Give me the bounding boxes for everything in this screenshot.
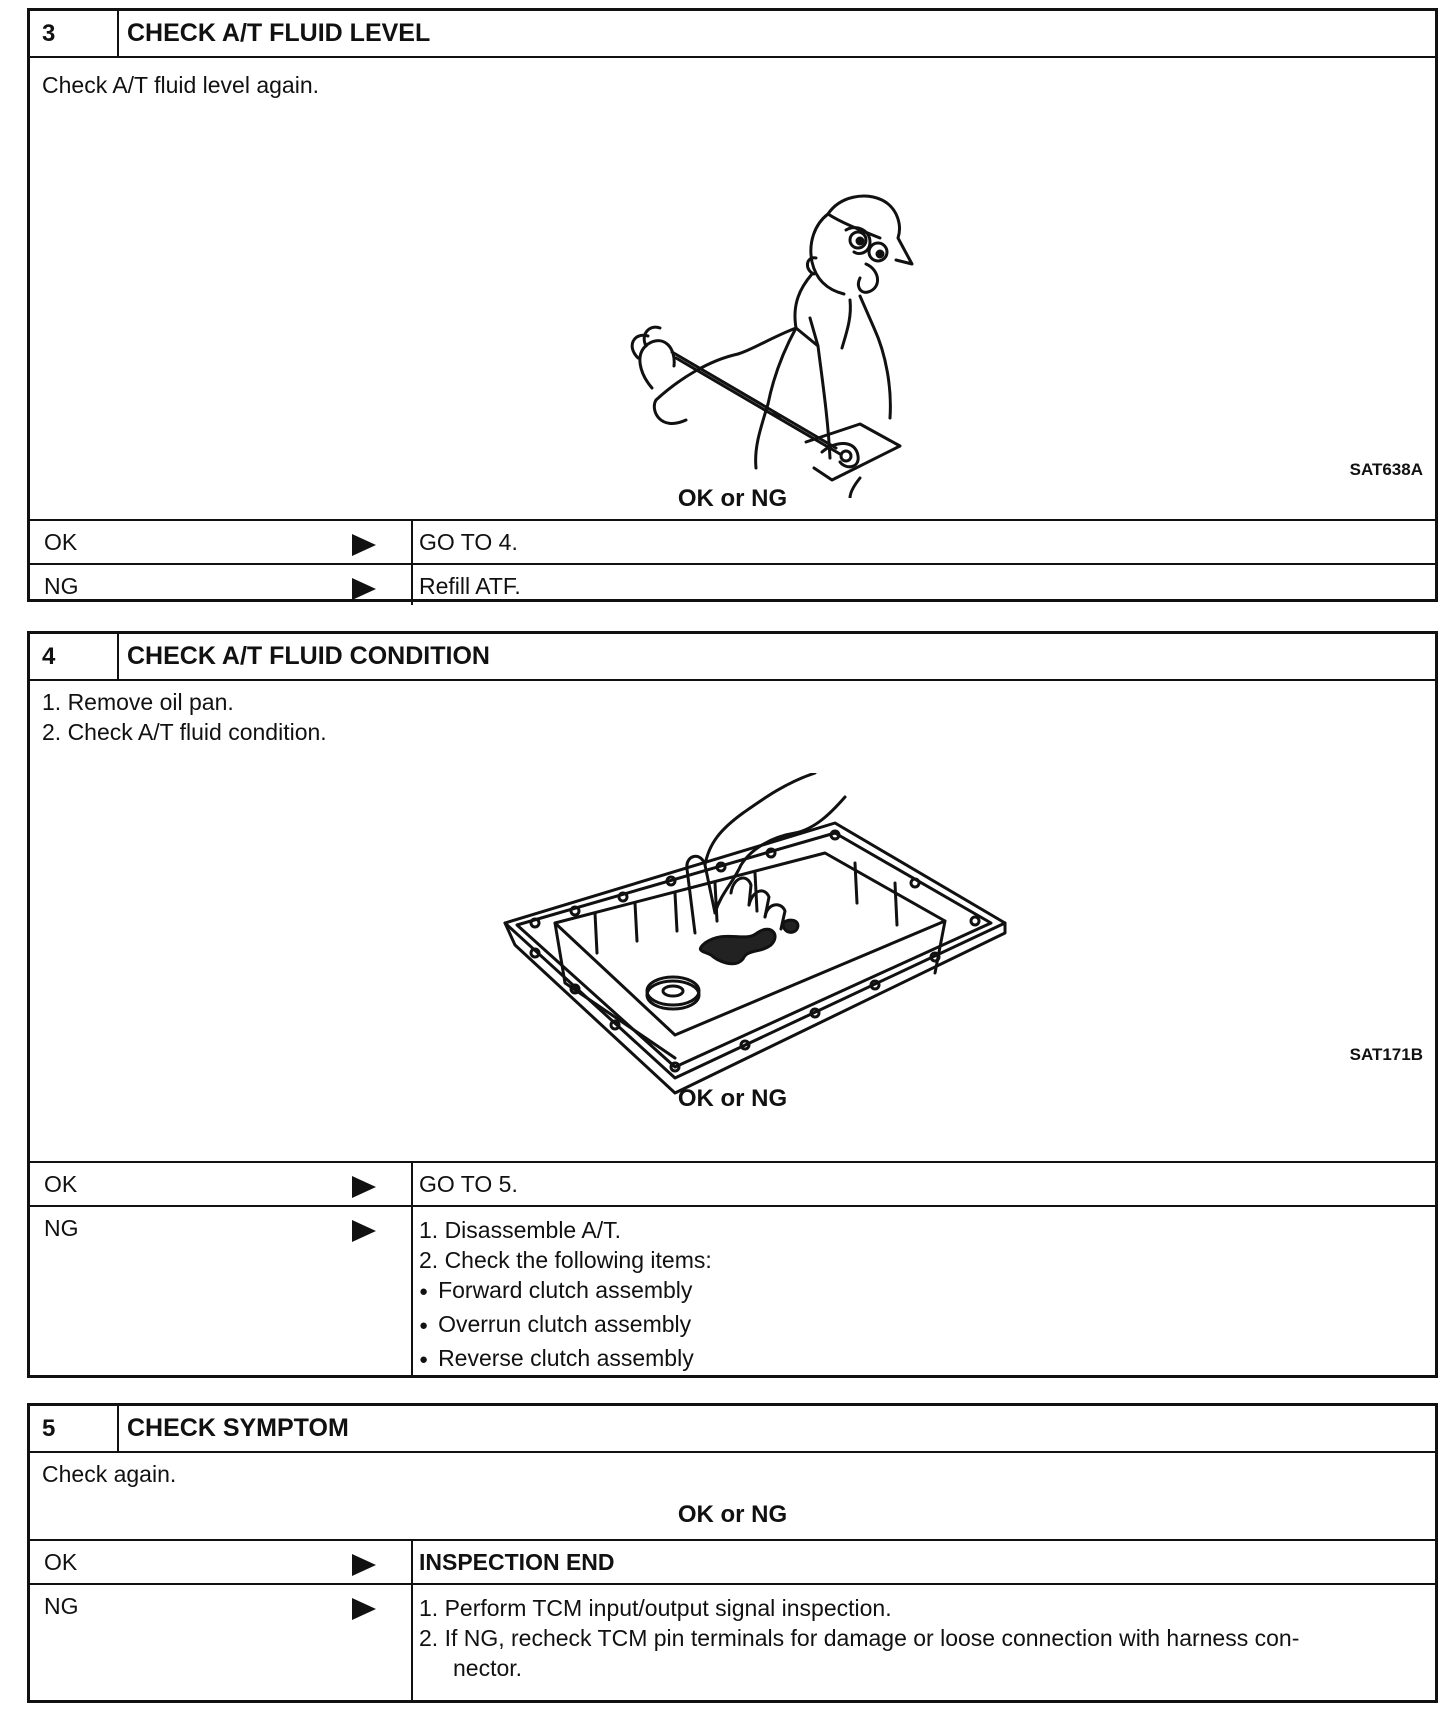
step-5-ng-action-2-continuation: nector. xyxy=(453,1655,523,1681)
step-4-figure-code: SAT171B xyxy=(1349,1045,1423,1064)
step-4-ok-action: GO TO 5. xyxy=(419,1171,518,1197)
step-5-ok-row: OK INSPECTION END xyxy=(30,1541,1435,1585)
step-3-ng-action: Refill ATF. xyxy=(419,573,521,599)
step-4-number: 4 xyxy=(30,634,119,679)
step-3-header: 3 CHECK A/T FLUID LEVEL xyxy=(30,11,1435,58)
arrow-right-icon xyxy=(352,1220,376,1242)
technician-checking-dipstick-illustration xyxy=(630,194,914,498)
arrow-right-icon xyxy=(352,1554,376,1576)
step-3-body: Check A/T fluid level again. xyxy=(30,58,1435,521)
step-4-ng-row: NG 1. Disassemble A/T. 2. Check the foll… xyxy=(30,1207,1435,1377)
step-5-ok-or-ng: OK or NG xyxy=(677,1501,788,1528)
step-3-instruction: Check A/T fluid level again. xyxy=(42,72,320,98)
step-5-ng-actions: 1. Perform TCM input/output signal inspe… xyxy=(413,1585,1435,1701)
step-4-ng-label: NG xyxy=(44,1215,79,1241)
step-5-ok-label: OK xyxy=(44,1549,78,1575)
step-5-ng-action-1: 1. Perform TCM input/output signal inspe… xyxy=(419,1595,892,1621)
step-5-header: 5 CHECK SYMPTOM xyxy=(30,1406,1435,1453)
arrow-right-icon xyxy=(352,1598,376,1620)
step-3-ok-action: GO TO 4. xyxy=(419,529,518,555)
oil-pan-fluid-condition-illustration xyxy=(503,773,1007,1095)
step-3-number: 3 xyxy=(30,11,119,56)
list-item: Reverse clutch assembly xyxy=(419,1343,1435,1377)
step-5-instruction: Check again. xyxy=(42,1461,177,1487)
step-5-body: Check again. OK or NG xyxy=(30,1453,1435,1541)
step-3-ng-label: NG xyxy=(44,573,79,599)
step-4-ng-action-1: 1. Disassemble A/T. xyxy=(419,1217,621,1243)
list-item: Forward clutch assembly xyxy=(419,1275,1435,1309)
step-5-ng-action-2: 2. If NG, recheck TCM pin terminals for … xyxy=(419,1625,1300,1651)
step-4-ok-row: OK GO TO 5. xyxy=(30,1163,1435,1207)
step-4-header: 4 CHECK A/T FLUID CONDITION xyxy=(30,634,1435,681)
step-4-instruction-2: 2. Check A/T fluid condition. xyxy=(42,719,327,745)
step-3-ok-label: OK xyxy=(44,529,78,555)
arrow-right-icon xyxy=(352,578,376,600)
step-5-number: 5 xyxy=(30,1406,119,1451)
step-3-ok-row: OK GO TO 4. xyxy=(30,521,1435,565)
step-3-block: 3 CHECK A/T FLUID LEVEL Check A/T fluid … xyxy=(27,8,1438,605)
step-3-figure-code: SAT638A xyxy=(1349,460,1423,479)
step-5-block: 5 CHECK SYMPTOM Check again. OK or NG OK… xyxy=(27,1403,1438,1703)
list-item: Overrun clutch assembly xyxy=(419,1309,1435,1343)
step-5-ng-row: NG 1. Perform TCM input/output signal in… xyxy=(30,1585,1435,1701)
step-5-title: CHECK SYMPTOM xyxy=(127,1414,349,1442)
step-3-ng-row: NG Refill ATF. xyxy=(30,565,1435,605)
step-5-ng-label: NG xyxy=(44,1593,79,1619)
step-4-title: CHECK A/T FLUID CONDITION xyxy=(127,642,490,670)
step-4-ok-label: OK xyxy=(44,1171,78,1197)
step-4-block: 4 CHECK A/T FLUID CONDITION 1. Remove oi… xyxy=(27,631,1438,1378)
step-5-ok-action: INSPECTION END xyxy=(419,1549,615,1575)
step-4-instruction-1: 1. Remove oil pan. xyxy=(42,689,234,715)
arrow-right-icon xyxy=(352,1176,376,1198)
arrow-right-icon xyxy=(352,534,376,556)
step-3-ok-or-ng: OK or NG xyxy=(677,485,788,512)
step-4-ng-action-2: 2. Check the following items: xyxy=(419,1247,712,1273)
step-4-body: 1. Remove oil pan. 2. Check A/T fluid co… xyxy=(30,681,1435,1163)
step-4-ok-or-ng: OK or NG xyxy=(677,1085,788,1112)
step-4-ng-actions: 1. Disassemble A/T. 2. Check the followi… xyxy=(413,1207,1435,1377)
step-3-title: CHECK A/T FLUID LEVEL xyxy=(127,19,431,47)
